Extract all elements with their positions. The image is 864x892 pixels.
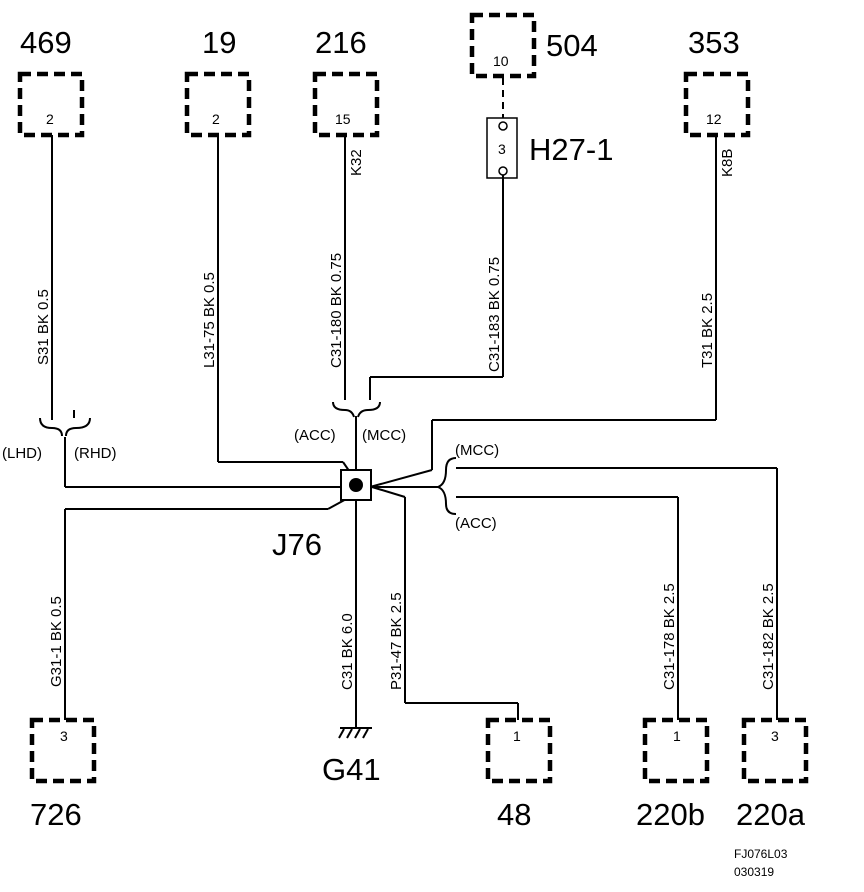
wire-label-c31-178: C31-178 BK 2.5 (661, 583, 678, 690)
connector-504: 10 504 (469, 12, 598, 79)
wire-label-c31-183: C31-183 BK 0.75 (486, 257, 503, 372)
bracket-top-left (332, 401, 355, 418)
j76-box (340, 469, 372, 501)
connector-726-pin: 3 (60, 728, 68, 744)
connector-19-label: 19 (202, 25, 236, 60)
figure-code-date: 030319 (734, 865, 774, 879)
connector-220b-pin: 1 (673, 728, 681, 744)
component-h27-1: 3 H27-1 (486, 78, 613, 179)
connector-220a-pin: 3 (771, 728, 779, 744)
wire-label-s31: S31 BK 0.5 (35, 289, 52, 365)
connector-220b-box (642, 717, 710, 784)
connector-504-box (469, 12, 537, 79)
wire-p31-47-diag (371, 486, 406, 498)
splice-j76: J76 (272, 469, 372, 562)
connector-48: 1 48 (485, 717, 553, 832)
connector-220a-label: 220a (736, 797, 806, 832)
connector-353-label: 353 (688, 25, 740, 60)
connector-216: 216 15 (312, 25, 380, 138)
connector-353: 353 12 (683, 25, 751, 138)
connector-216-pin: 15 (335, 111, 351, 127)
wire-label-p31-47: P31-47 BK 2.5 (388, 592, 405, 690)
brackets (39, 401, 457, 515)
connector-469-label: 469 (20, 25, 72, 60)
wire-label-l31-75: L31-75 BK 0.5 (201, 272, 218, 368)
ground-hatch-1 (338, 728, 345, 739)
bracket-lhd-right (65, 417, 91, 437)
ground-label: G41 (322, 752, 381, 787)
connector-353-pin: 12 (706, 111, 722, 127)
ground-hatch-3 (354, 728, 361, 739)
wires (51, 135, 778, 728)
connector-48-box (485, 717, 553, 784)
j76-dot (349, 478, 363, 492)
ground-hatch-4 (362, 728, 369, 739)
connector-220a: 3 220a (736, 717, 809, 832)
label-rhd: (RHD) (74, 445, 117, 462)
h27-top-terminal (498, 121, 508, 131)
connector-726-label: 726 (30, 797, 82, 832)
connector-216-label: 216 (315, 25, 367, 60)
j76-label: J76 (272, 527, 322, 562)
wire-label-t31: T31 BK 2.5 (699, 293, 716, 368)
figure-code-id: FJ076L03 (734, 847, 788, 861)
figure-code: FJ076L03 030319 (734, 847, 788, 879)
wire-t31-diag (369, 469, 433, 488)
wire-labels: S31 BK 0.5 L31-75 BK 0.5 C31-180 BK 0.75… (35, 149, 777, 690)
connector-48-label: 48 (497, 797, 531, 832)
bracket-labels: (LHD) (RHD) (ACC) (MCC) (MCC) (ACC) (2, 427, 499, 532)
wire-label-c31-180: C31-180 BK 0.75 (328, 253, 345, 368)
ground-hatch-2 (346, 728, 353, 739)
connector-469-pin: 2 (46, 111, 54, 127)
connector-220a-box (741, 717, 809, 784)
connector-504-pin: 10 (493, 53, 509, 69)
label-acc-right: (ACC) (455, 515, 497, 532)
connector-504-label: 504 (546, 28, 598, 63)
bracket-lhd-left (39, 417, 63, 437)
h27-pin: 3 (498, 141, 506, 157)
connector-220b-label: 220b (636, 797, 705, 832)
label-acc-top: (ACC) (294, 427, 336, 444)
label-lhd: (LHD) (2, 445, 42, 462)
connector-726-box (29, 717, 97, 784)
connector-726: 3 726 (29, 717, 97, 832)
label-mcc-right: (MCC) (455, 442, 499, 459)
connector-469: 469 2 (17, 25, 85, 138)
h27-label: H27-1 (529, 132, 613, 167)
bracket-top-right (357, 401, 381, 418)
h27-bottom-terminal (498, 166, 508, 176)
ground-g41: G41 (322, 727, 381, 787)
wire-label-k8b: K8B (719, 149, 736, 177)
wire-label-k32: K32 (348, 149, 365, 176)
connector-220b: 1 220b (636, 717, 710, 832)
wire-label-c31-182: C31-182 BK 2.5 (760, 583, 777, 690)
label-mcc-top: (MCC) (362, 427, 406, 444)
connector-19-pin: 2 (212, 111, 220, 127)
bracket-right (435, 457, 457, 515)
connector-19: 19 2 (184, 25, 252, 138)
connector-48-pin: 1 (513, 728, 521, 744)
wire-label-c31: C31 BK 6.0 (339, 613, 356, 690)
wire-label-g31-1: G31-1 BK 0.5 (48, 596, 65, 687)
